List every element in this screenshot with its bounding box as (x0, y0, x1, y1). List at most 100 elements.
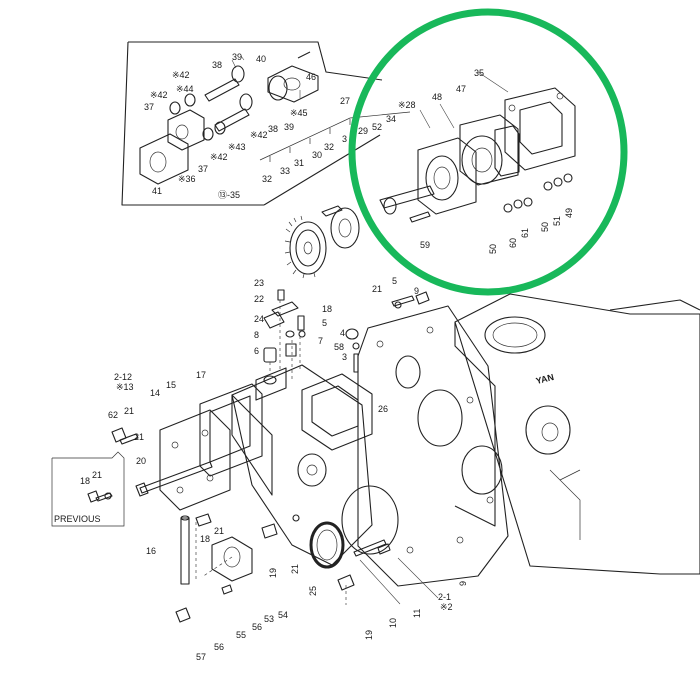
housing-front-bore (341, 485, 399, 555)
block-top-edge (609, 299, 700, 311)
callout-label-c9b: 9 (458, 581, 468, 586)
callout-label-c21b: 21 (124, 406, 134, 416)
pump-rear-cover (504, 87, 576, 171)
callout-label-c57: 57 (196, 652, 206, 662)
washer-50b (543, 181, 553, 191)
housing-outline (231, 364, 373, 566)
callout-label-c58: 58 (334, 342, 344, 352)
callout-label-c16: 16 (146, 546, 156, 556)
callout-label-c20: 20 (136, 456, 146, 466)
long-bolt-20 (139, 461, 213, 494)
callout-label-c41: 41 (152, 186, 162, 196)
washer-58 (352, 342, 360, 350)
callout-label-c21e: 21 (214, 526, 224, 536)
pump-seal-face (425, 155, 459, 201)
bolt-23 (277, 289, 285, 301)
plate-hole-1 (417, 389, 463, 447)
callout-label-c38a: 38 (212, 60, 222, 70)
pump-leaders (419, 71, 509, 129)
callout-label-c42b: ※42 (150, 90, 168, 100)
pin-10 (353, 539, 387, 557)
pin-11 (377, 543, 391, 555)
bolt-55 (221, 584, 233, 595)
gear-case-plate (357, 305, 509, 587)
gasket-15-inner (209, 395, 251, 463)
previous-frame (51, 451, 125, 527)
callout-label-c52: 52 (372, 122, 382, 132)
callout-label-c62: 62 (108, 410, 118, 420)
pump-rotor (461, 135, 503, 185)
callout-label-c29: 29 (358, 126, 368, 136)
nut-61 (523, 197, 533, 207)
washer-21-bottom (292, 514, 300, 522)
callout-label-c25: 25 (308, 586, 318, 596)
callout-label-c45: ※45 (290, 108, 308, 118)
stud-59 (409, 211, 431, 223)
callout-label-c1335: ⑬-35 (218, 190, 240, 200)
oil-seal-25 (309, 521, 345, 569)
callout-label-c53: 53 (264, 614, 274, 624)
pump-shaft (379, 185, 435, 209)
breather-parts (263, 289, 306, 380)
callout-label-c4: 4 (340, 328, 345, 338)
bolt-19-right (337, 574, 355, 591)
callout-label-c27: 27 (340, 96, 350, 106)
callout-label-c18b: 18 (80, 476, 90, 486)
callout-label-c32a: 32 (324, 142, 334, 152)
callout-label-c38b: 38 (268, 124, 278, 134)
callout-label-c48: 48 (432, 92, 442, 102)
callout-label-c61: 61 (520, 228, 530, 238)
bolt-62 (111, 427, 127, 443)
callout-label-c23: 23 (254, 278, 264, 288)
top-bolts (345, 291, 430, 373)
callout-label-c39b: 39 (284, 122, 294, 132)
group-bracket-27 (259, 111, 411, 162)
callout-label-c49: 49 (564, 208, 574, 218)
drive-gear-32 (284, 205, 360, 279)
previous-box: PREVIOUS (51, 451, 125, 527)
plate-31 (330, 207, 360, 249)
callout-label-c28: ※28 (398, 100, 416, 110)
callout-label-c50a: 50 (488, 244, 498, 254)
callout-label-c8: 8 (254, 330, 259, 340)
callout-label-c59: 59 (420, 240, 430, 250)
washer-51 (553, 177, 563, 187)
plate-hole-3 (395, 355, 421, 389)
gear-38-bottom (239, 93, 253, 111)
callout-label-c37a: 37 (144, 102, 154, 112)
callout-label-c19a: 19 (268, 568, 278, 578)
gear-38-top (231, 65, 245, 83)
o-ring-39 (268, 75, 288, 101)
callout-label-c3x: 3 (342, 134, 347, 144)
callout-label-c26: 26 (378, 404, 388, 414)
callout-label-c7: 7 (318, 336, 323, 346)
callout-label-c47: 47 (456, 84, 466, 94)
housing-upper-block (255, 367, 287, 401)
inset-frame-left (121, 41, 264, 206)
previous-label: PREVIOUS (54, 514, 101, 524)
callout-label-c21x: 2-1 (438, 592, 451, 602)
clip-24 (263, 311, 285, 329)
callout-label-c212: 2-12 (114, 372, 132, 382)
callout-label-c14: 14 (150, 388, 160, 398)
callout-label-c36: ※36 (178, 174, 196, 184)
pump-cover-54 (211, 536, 253, 582)
inset-subassembly (121, 41, 383, 206)
callout-label-c15: 15 (166, 380, 176, 390)
gear-teeth-outer (289, 221, 327, 275)
breather-alignment (269, 300, 301, 380)
housing-side (231, 394, 273, 496)
side-cover (159, 383, 263, 511)
callout-label-c55: 55 (236, 630, 246, 640)
engine-block: YAN (454, 293, 700, 575)
callout-label-c40: 40 (256, 54, 266, 64)
rod-16 (180, 517, 190, 585)
callout-label-c2: ※2 (440, 602, 453, 612)
inset-frame-top (128, 41, 383, 81)
callout-label-c35: 35 (474, 68, 484, 78)
washer-5 (298, 330, 306, 338)
callout-label-c11: 11 (412, 609, 422, 618)
callout-label-c39a: 39 (232, 52, 242, 62)
callout-label-c18c: 18 (200, 534, 210, 544)
bush-6 (263, 347, 277, 363)
